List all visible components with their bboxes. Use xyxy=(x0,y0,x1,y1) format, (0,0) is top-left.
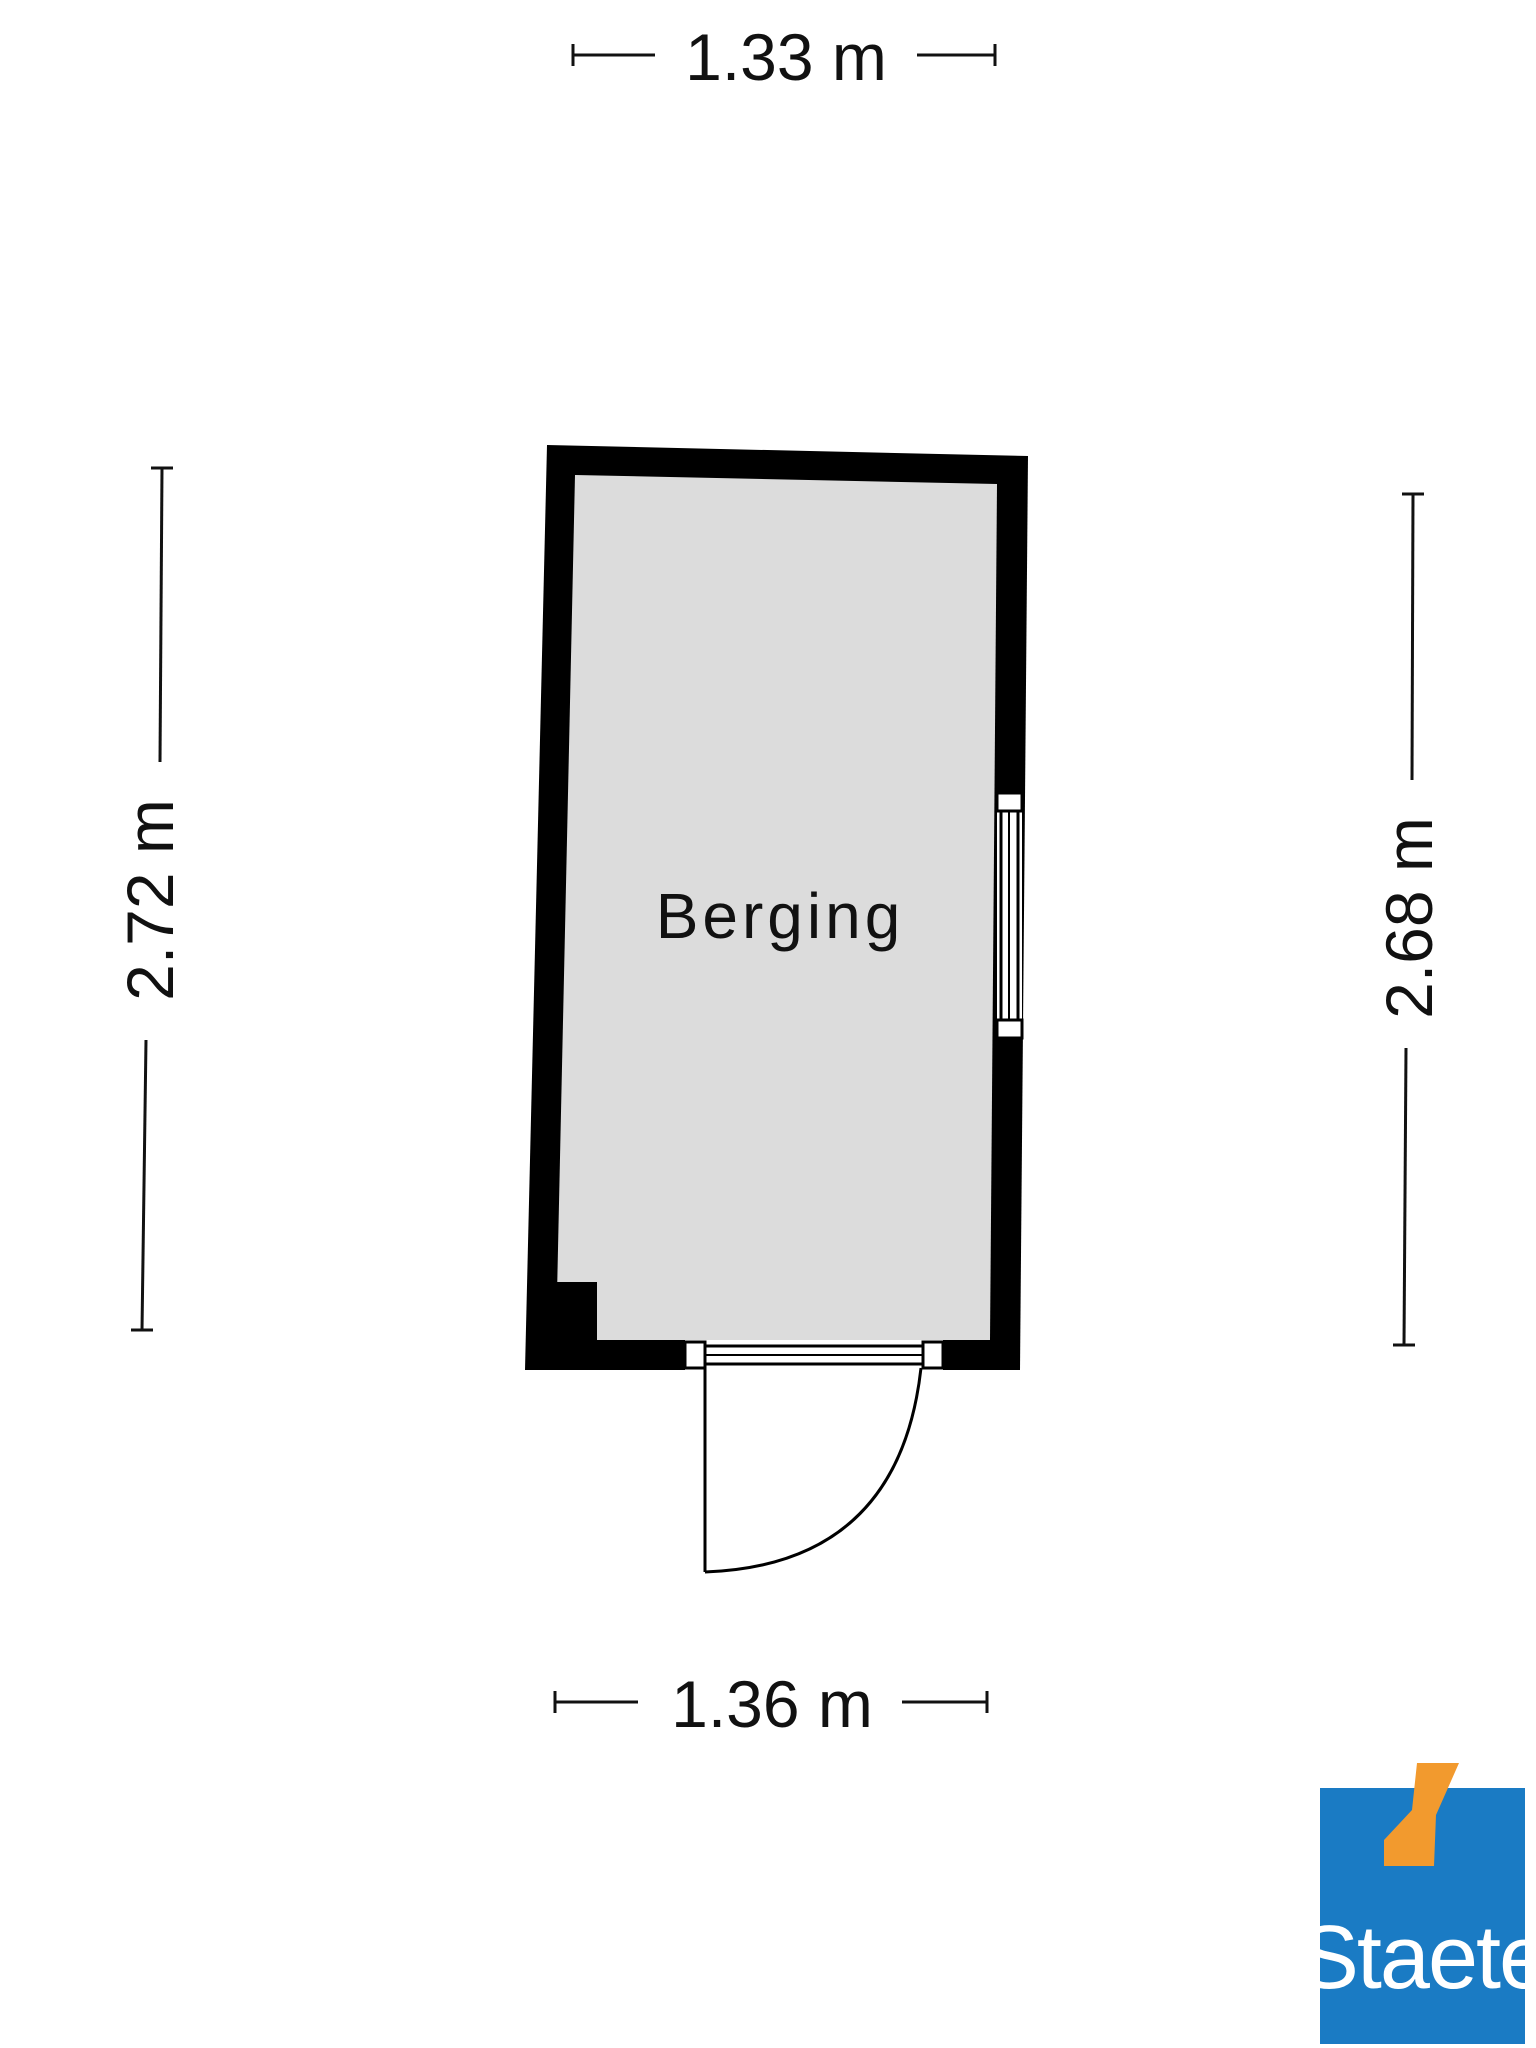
dimension-top: 1.33 m xyxy=(571,20,997,94)
dimension-bottom-label: 1.36 m xyxy=(671,1667,873,1741)
logo-orange-mark xyxy=(1384,1763,1459,1866)
corner-column xyxy=(556,1282,597,1340)
dimension-bottom: 1.36 m xyxy=(553,1667,989,1741)
floor-area xyxy=(556,475,997,1340)
door-opening xyxy=(683,1340,945,1370)
room-label: Berging xyxy=(656,880,905,952)
staete-logo: Staete xyxy=(1299,1763,1536,2044)
dimension-left: 2.72 m xyxy=(113,466,187,1332)
window-right xyxy=(995,791,1024,1040)
dimension-left-label: 2.72 m xyxy=(113,799,187,1001)
logo-text: Staete xyxy=(1299,1908,1536,2008)
door-swing xyxy=(703,1367,923,1574)
dimension-right-label: 2.68 m xyxy=(1372,817,1446,1019)
dimension-top-label: 1.33 m xyxy=(685,20,887,94)
dimension-right: 2.68 m xyxy=(1372,492,1446,1347)
